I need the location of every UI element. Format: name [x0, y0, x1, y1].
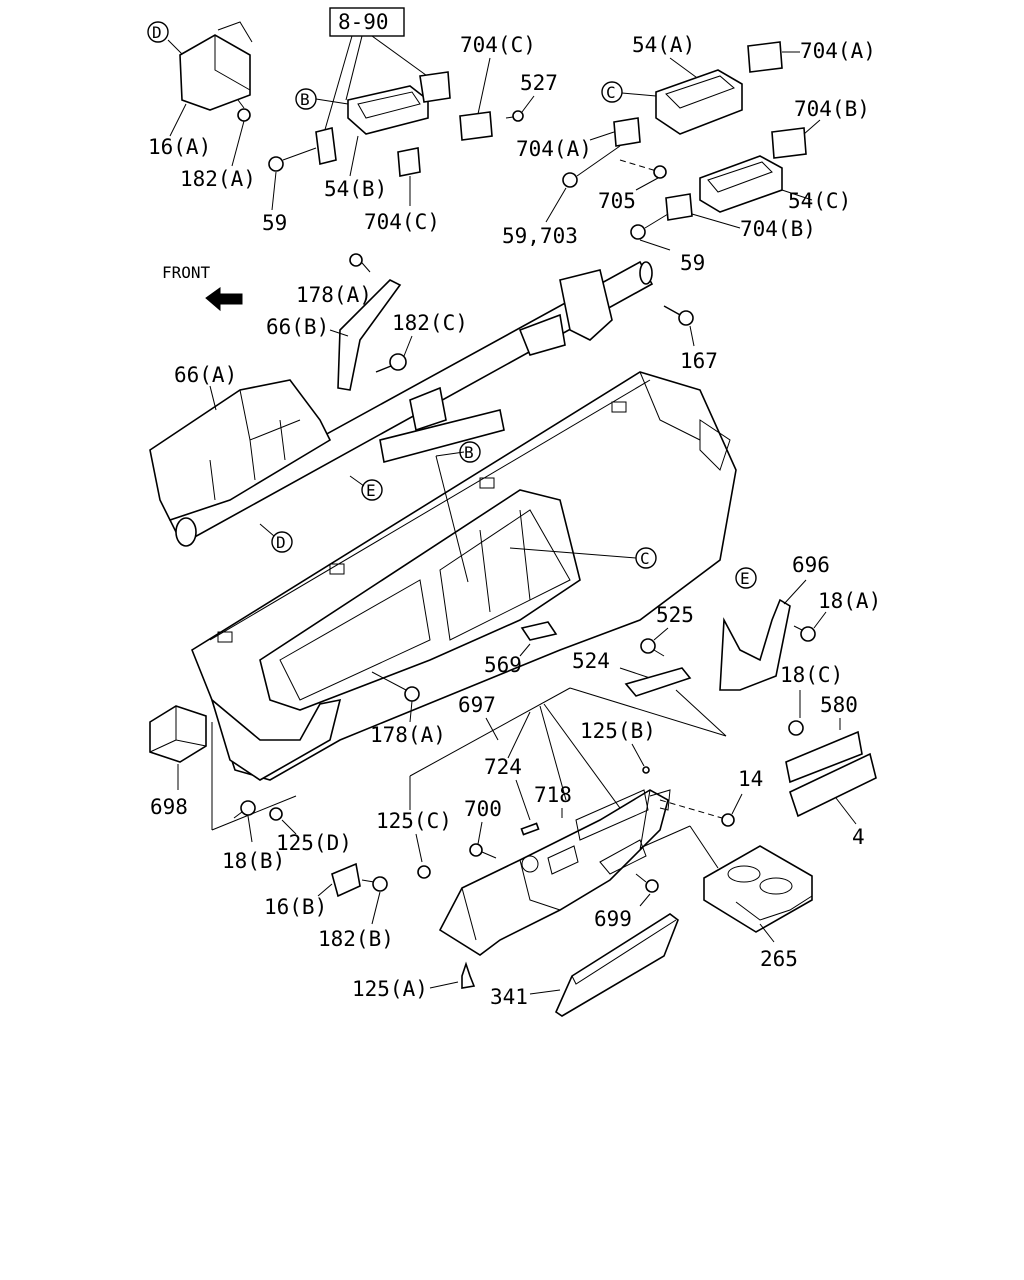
label-182a: 182(A) [180, 167, 256, 191]
ref-box-label: 8-90 [338, 10, 389, 34]
label-525: 525 [656, 603, 694, 627]
label-59-left: 59 [262, 211, 287, 235]
label-16b: 16(B) [264, 895, 327, 919]
label-59-703: 59,703 [502, 224, 578, 248]
circle-ref-c-top: C [606, 83, 616, 102]
label-527: 527 [520, 71, 558, 95]
circle-ref-b-top: B [300, 90, 310, 109]
lower-left-fasteners: 18(B) 125(D) 16(B) 182(B) [222, 800, 394, 951]
front-arrow-icon [205, 287, 243, 312]
circle-ref-c-mid: C [640, 549, 650, 568]
label-18a: 18(A) [818, 589, 881, 613]
label-54b: 54(B) [324, 177, 387, 201]
label-14: 14 [738, 767, 763, 791]
label-182c: 182(C) [392, 311, 468, 335]
pocket-54b-group: B 59 54(B) 704(C) [262, 71, 451, 235]
circle-ref-e-right: E [740, 569, 750, 588]
label-54a: 54(A) [632, 33, 695, 57]
label-18c: 18(C) [780, 663, 843, 687]
glovebox-group: 697 724 718 125(B) 125(C) 700 [376, 687, 727, 956]
label-18b: 18(B) [222, 849, 285, 873]
label-704b-upper: 704(B) [794, 97, 870, 121]
label-59-right: 59 [680, 251, 705, 275]
bracket-16a-group: D 16(A) 182(A) [147, 21, 256, 191]
label-704a-right: 704(A) [800, 39, 876, 63]
label-125a: 125(A) [352, 977, 428, 1001]
label-698: 698 [150, 795, 188, 819]
screw-699-group: 699 [594, 873, 659, 931]
label-704c-upper: 704(C) [460, 33, 536, 57]
bracket-698-group: 698 [149, 705, 297, 831]
label-705: 705 [598, 189, 636, 213]
pocket-54c-group: 704(B) 54(C) 704(B) 59 [630, 97, 870, 275]
label-265: 265 [760, 947, 798, 971]
label-178a-top: 178(A) [296, 283, 372, 307]
label-125c: 125(C) [376, 809, 452, 833]
label-704c-lower: 704(C) [364, 210, 440, 234]
label-718: 718 [534, 783, 572, 807]
label-696: 696 [792, 553, 830, 577]
label-704a-mid: 704(A) [516, 137, 592, 161]
label-167: 167 [680, 349, 718, 373]
trim-524-group: 525 524 [572, 603, 727, 737]
label-704b-lower: 704(B) [740, 217, 816, 241]
label-697: 697 [458, 693, 496, 717]
cross-car-beam: 66(A) 178(A) 66(B) 182(C) 167 E D [149, 253, 718, 553]
lid-341-group: 125(A) 341 [352, 913, 679, 1017]
circle-ref-b-mid: B [464, 443, 474, 462]
label-580: 580 [820, 693, 858, 717]
label-700: 700 [464, 797, 502, 821]
circle-ref-e-mid: E [366, 481, 376, 500]
reference-box-8-90: 8-90 [321, 7, 431, 141]
front-label: FRONT [162, 263, 211, 282]
circle-ref-d-mid: D [276, 533, 286, 552]
label-66b: 66(B) [266, 315, 329, 339]
label-341: 341 [490, 985, 528, 1009]
label-178a-lower: 178(A) [370, 723, 446, 747]
label-125d: 125(D) [276, 831, 352, 855]
panel-580-group: 18(C) 580 4 [780, 663, 877, 849]
label-524: 524 [572, 649, 610, 673]
label-569: 569 [484, 653, 522, 677]
cupholder-265-group: 14 265 [639, 767, 813, 971]
label-724: 724 [484, 755, 522, 779]
pocket-54a-group: 54(A) C 704(A) [601, 33, 876, 135]
label-54c: 54(C) [788, 189, 851, 213]
label-16a: 16(A) [148, 135, 211, 159]
label-66a: 66(A) [174, 363, 237, 387]
label-182b: 182(B) [318, 927, 394, 951]
bracket-696-group: E 696 18(A) [719, 553, 881, 691]
front-indicator: FRONT [162, 263, 243, 312]
label-699: 699 [594, 907, 632, 931]
label-125b: 125(B) [580, 719, 656, 743]
bracket-704a-group: 704(A) 705 59,703 [502, 117, 667, 248]
circle-ref-d-top: D [152, 23, 162, 42]
instrument-panel: B C 569 178(A) [191, 371, 737, 781]
label-4: 4 [852, 825, 865, 849]
bracket-704c-group: 704(C) 527 [459, 33, 558, 141]
